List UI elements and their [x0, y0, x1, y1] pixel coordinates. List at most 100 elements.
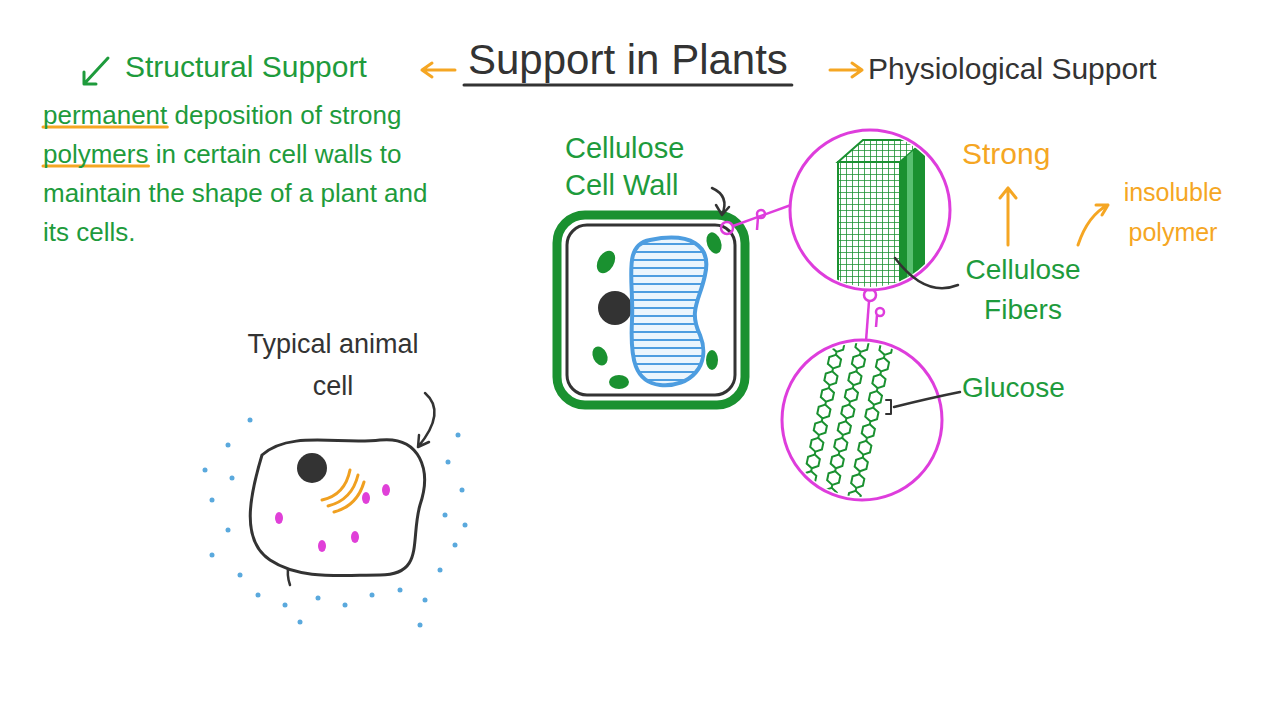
- zoom-circle: [900, 140, 925, 297]
- magnifier-link: [757, 217, 758, 230]
- zoom-circle: [802, 470, 817, 489]
- zoom-circle: [829, 453, 844, 472]
- plant-cell: [557, 215, 745, 405]
- zoom-circle: [819, 387, 834, 406]
- extracellular-dots: [316, 596, 321, 601]
- heading-arrow: [422, 63, 455, 77]
- zoom-circle: [798, 337, 893, 509]
- zoom-circle: [850, 473, 865, 492]
- animal-cell: [351, 531, 359, 543]
- zoom-circle: [823, 370, 838, 389]
- plant-cell: [620, 275, 715, 277]
- zoom-circle: [826, 470, 841, 489]
- zoom-circle: [812, 420, 827, 439]
- plant-cell: [609, 375, 629, 389]
- zoom-circle: [805, 453, 820, 472]
- heading-arrow: [84, 58, 108, 84]
- animal-cell: [322, 470, 364, 512]
- zoom-circle: [790, 130, 950, 297]
- animal-cell: [275, 512, 283, 524]
- section-heading: Structural Support: [125, 48, 367, 86]
- zoom-circle: [809, 437, 824, 456]
- zoom-circle: [782, 340, 942, 500]
- animal-cell: [362, 492, 370, 504]
- property-note: Strong: [962, 135, 1050, 173]
- extracellular-dots: [398, 588, 403, 593]
- extracellular-dots: [226, 528, 231, 533]
- leader-line: [712, 188, 729, 215]
- leader-line: [886, 400, 891, 414]
- extracellular-dots: [463, 523, 468, 528]
- magnifier-link: [866, 301, 869, 341]
- animal-cell: [297, 453, 327, 483]
- magnifier-link: [876, 315, 877, 327]
- magnifier-link: [721, 222, 733, 234]
- title-underline: [464, 84, 792, 87]
- extracellular-dots: [203, 468, 208, 473]
- zoom-circle: [833, 437, 848, 456]
- leader-line: [1078, 205, 1108, 245]
- plant-cell: [620, 299, 715, 301]
- part-label: Cellulose Cell Wall: [565, 130, 730, 204]
- magnifier-link: [876, 308, 884, 316]
- magnifier-link: [757, 210, 765, 218]
- extracellular-dots: [446, 460, 451, 465]
- zoom-circle: [851, 354, 866, 373]
- definition-text: permanent deposition of strong polymers …: [43, 96, 438, 252]
- zoom-circle: [798, 487, 813, 506]
- animal-cell: [318, 540, 326, 552]
- zoom-circle: [864, 406, 879, 425]
- part-label: Typical animal cell: [243, 323, 423, 407]
- part-label: Glucose: [962, 370, 1065, 405]
- zoom-circle: [838, 140, 925, 297]
- animal-cell: [250, 440, 424, 576]
- extracellular-dots: [443, 513, 448, 518]
- plant-cell: [593, 248, 619, 277]
- extracellular-dots: [423, 598, 428, 603]
- zoom-circle: [782, 337, 942, 509]
- plant-cell: [620, 267, 715, 269]
- animal-cell: [250, 440, 424, 576]
- extracellular-dots: [460, 488, 465, 493]
- extracellular-dots: [453, 543, 458, 548]
- extracellular-dots: [283, 603, 288, 608]
- diagram-title: Support in Plants: [468, 36, 788, 84]
- zoom-circle: [871, 373, 886, 392]
- property-note: insoluble polymer: [1103, 172, 1243, 252]
- zoom-circle: [846, 340, 893, 509]
- extracellular-dots: [418, 623, 423, 628]
- zoom-circle: [816, 403, 831, 422]
- plant-cell: [704, 230, 725, 255]
- zoom-circle: [840, 403, 855, 422]
- zoom-circle: [854, 337, 869, 356]
- zoom-circle: [798, 337, 845, 506]
- plant-cell: [620, 315, 715, 317]
- zoom-circle: [843, 387, 858, 406]
- zoom-circle: [830, 337, 845, 356]
- animal-cell: [334, 482, 364, 512]
- plant-cell: [620, 243, 715, 245]
- title-underline: [464, 85, 792, 86]
- extracellular-dots: [210, 553, 215, 558]
- leader-line: [1000, 188, 1016, 245]
- extracellular-dots: [210, 498, 215, 503]
- zoom-circle: [878, 340, 893, 359]
- extracellular-dots: [238, 573, 243, 578]
- extracellular-dots: [226, 443, 231, 448]
- zoom-circle: [875, 357, 890, 376]
- plant-cell: [706, 350, 718, 370]
- plant-cell: [620, 379, 715, 381]
- extracellular-dots: [256, 593, 261, 598]
- animal-cell: [382, 484, 390, 496]
- plant-cell: [598, 291, 632, 325]
- zoom-circle: [847, 370, 862, 389]
- zoom-circle: [836, 420, 851, 439]
- extracellular-dots: [203, 418, 468, 628]
- plant-cell: [620, 259, 715, 261]
- animal-cell: [275, 484, 390, 552]
- leader-line: [894, 392, 960, 407]
- plant-cell: [620, 371, 715, 373]
- plant-cell: [567, 225, 735, 395]
